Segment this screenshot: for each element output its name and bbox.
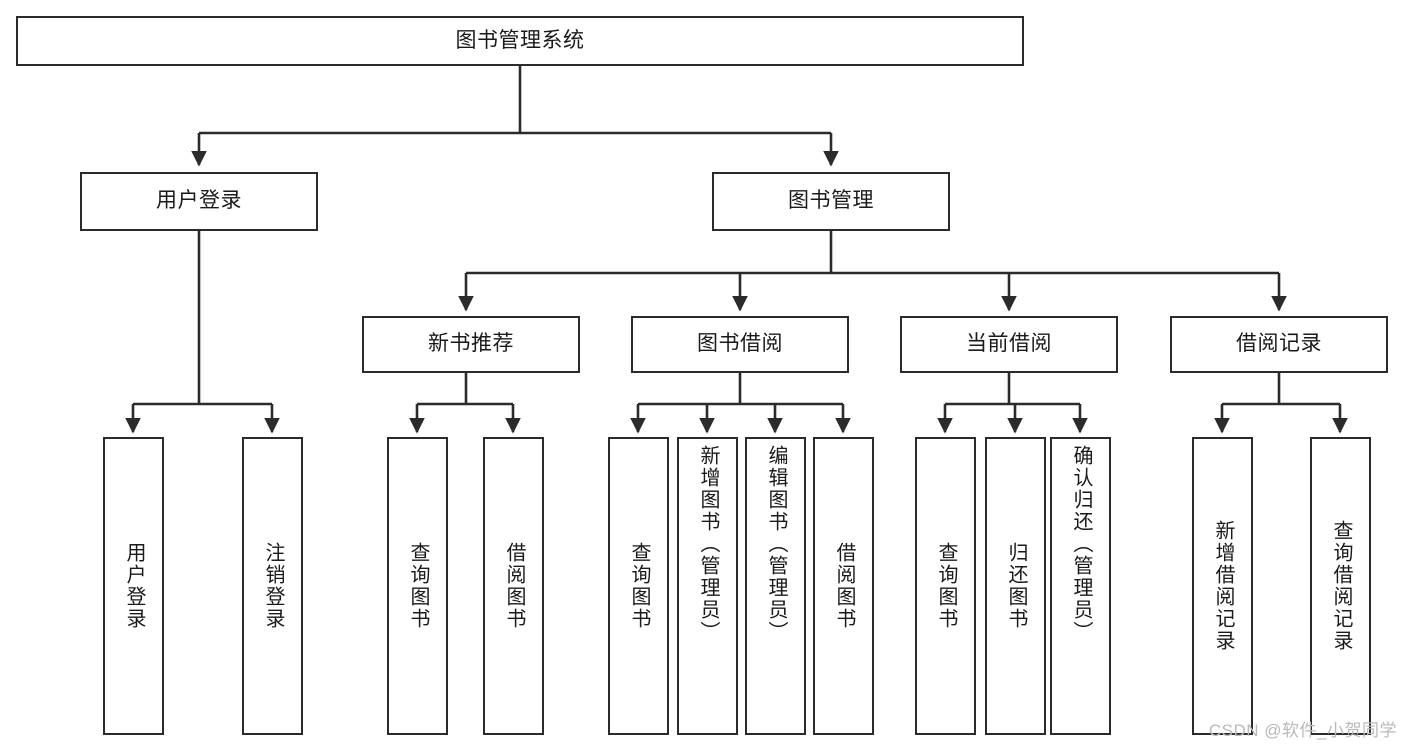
node-root-label: 图书管理系统	[455, 28, 585, 52]
node-leaf-borrow-add-label: 新增图书（管理员）	[697, 445, 719, 643]
node-leaf-cur-confirm-label: 确认归还（管理员）	[1070, 445, 1092, 643]
node-leaf-rec-query-label: 查询图书	[407, 542, 429, 630]
node-book-manage[interactable]: 图书管理	[712, 172, 950, 231]
node-leaf-rec-query2[interactable]: 查询借阅记录	[1310, 437, 1371, 735]
node-leaf-cur-confirm[interactable]: 确认归还（管理员）	[1050, 437, 1111, 735]
node-leaf-borrow-edit[interactable]: 编辑图书（管理员）	[745, 437, 806, 735]
node-leaf-cur-query[interactable]: 查询图书	[915, 437, 976, 735]
node-leaf-borrow-edit-label: 编辑图书（管理员）	[765, 445, 787, 643]
node-leaf-cur-query-label: 查询图书	[935, 542, 957, 630]
node-leaf-rec-borrow[interactable]: 借阅图书	[483, 437, 544, 735]
node-leaf-borrow-query-label: 查询图书	[628, 542, 650, 630]
node-current-borrow[interactable]: 当前借阅	[900, 316, 1118, 373]
node-borrow-record-label: 借阅记录	[1236, 332, 1322, 356]
node-borrow-record[interactable]: 借阅记录	[1170, 316, 1388, 373]
node-leaf-user-login[interactable]: 用户登录	[103, 437, 164, 735]
node-leaf-rec-borrow-label: 借阅图书	[503, 542, 525, 630]
node-book-manage-label: 图书管理	[788, 189, 874, 213]
node-new-book-rec-label: 新书推荐	[428, 332, 514, 356]
node-leaf-cur-return-label: 归还图书	[1005, 542, 1027, 630]
node-leaf-cur-return[interactable]: 归还图书	[985, 437, 1046, 735]
node-current-borrow-label: 当前借阅	[966, 332, 1052, 356]
node-leaf-rec-add-label: 新增借阅记录	[1212, 520, 1234, 652]
node-leaf-user-login-label: 用户登录	[123, 542, 145, 630]
node-leaf-user-logout-label: 注销登录	[262, 542, 284, 630]
node-root[interactable]: 图书管理系统	[16, 16, 1024, 66]
node-book-borrow[interactable]: 图书借阅	[631, 316, 849, 373]
node-book-borrow-label: 图书借阅	[697, 332, 783, 356]
node-user-login[interactable]: 用户登录	[80, 172, 318, 231]
node-leaf-borrow-do-label: 借阅图书	[833, 542, 855, 630]
node-user-login-label: 用户登录	[156, 189, 242, 213]
node-leaf-borrow-add[interactable]: 新增图书（管理员）	[677, 437, 738, 735]
watermark-text: CSDN @软件_小贺同学	[1208, 721, 1397, 740]
node-leaf-rec-query[interactable]: 查询图书	[387, 437, 448, 735]
node-leaf-borrow-do[interactable]: 借阅图书	[813, 437, 874, 735]
node-new-book-rec[interactable]: 新书推荐	[362, 316, 580, 373]
node-leaf-borrow-query[interactable]: 查询图书	[608, 437, 669, 735]
node-leaf-rec-query2-label: 查询借阅记录	[1330, 520, 1352, 652]
node-leaf-user-logout[interactable]: 注销登录	[242, 437, 303, 735]
node-leaf-rec-add[interactable]: 新增借阅记录	[1192, 437, 1253, 735]
